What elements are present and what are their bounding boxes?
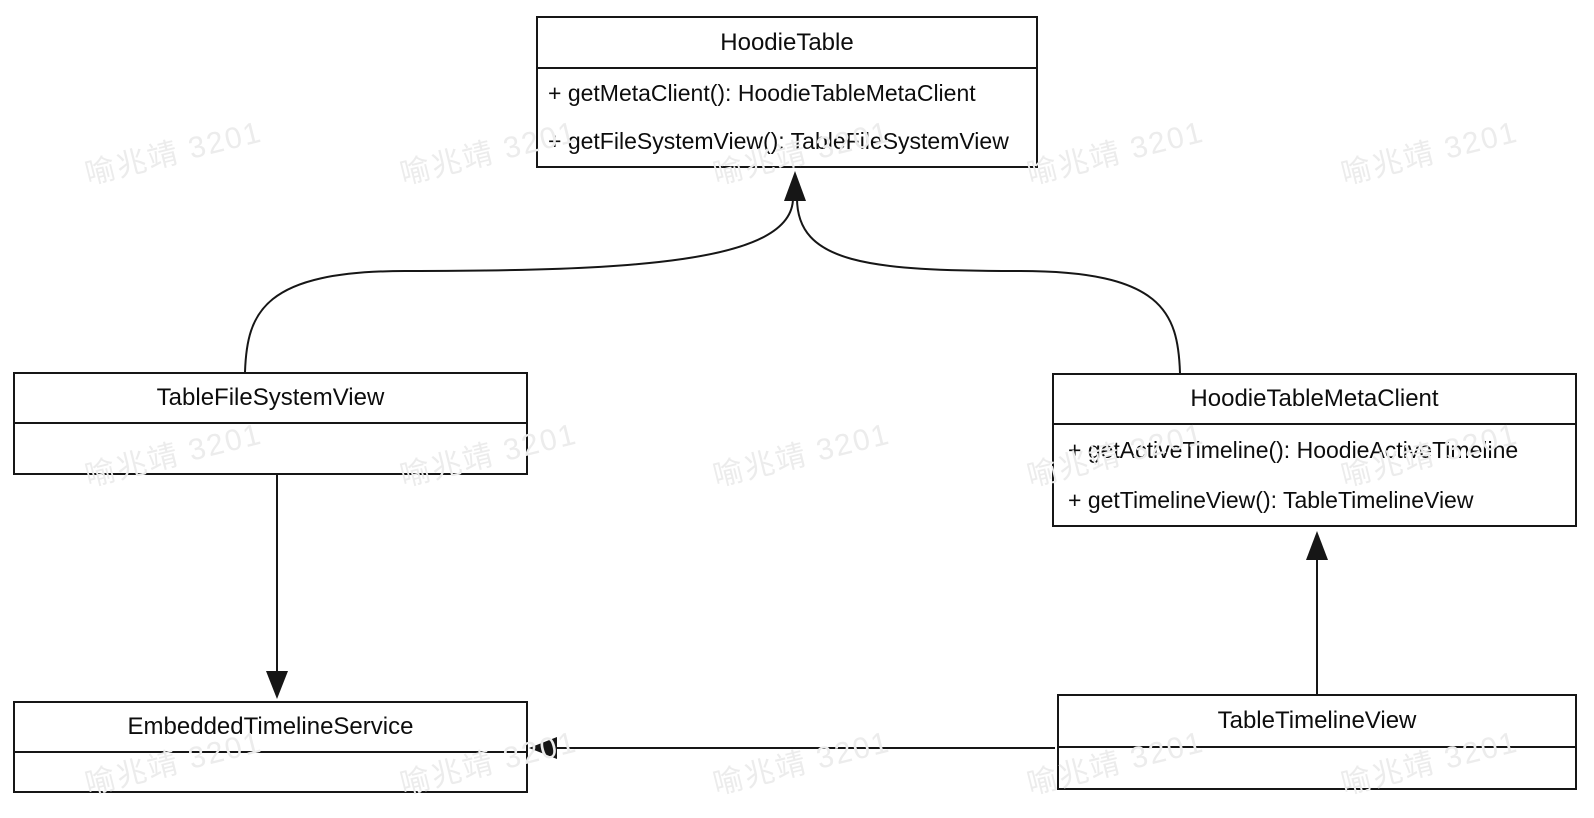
class-box-hoodietable: HoodieTable + getMetaClient(): HoodieTab…	[536, 16, 1038, 168]
class-box-tablefilesystemview: TableFileSystemView	[13, 372, 528, 475]
arrowhead-down-icon	[266, 671, 288, 699]
class-body	[1059, 748, 1575, 788]
class-title: HoodieTable	[538, 18, 1036, 69]
class-method: + getMetaClient(): HoodieTableMetaClient	[548, 80, 976, 106]
arrow-hoodietablemetaclient-to-hoodietable	[796, 197, 1181, 374]
arrowhead-up-icon	[1306, 531, 1328, 560]
class-method: + getActiveTimeline(): HoodieActiveTimel…	[1068, 436, 1519, 463]
class-title: TableFileSystemView	[15, 374, 526, 424]
class-body	[15, 753, 526, 791]
class-method: + getTimelineView(): TableTimelineView	[1068, 486, 1474, 513]
class-box-tabletimelineview: TableTimelineView	[1057, 694, 1577, 790]
class-method: + getFileSystemView(): TableFileSystemVi…	[548, 128, 1009, 154]
arrowhead-left-icon	[529, 737, 557, 759]
class-title: TableTimelineView	[1059, 696, 1575, 748]
class-body: + getActiveTimeline(): HoodieActiveTimel…	[1054, 425, 1575, 525]
class-box-embeddedtimelineservice: EmbeddedTimelineService	[13, 701, 528, 793]
class-title: HoodieTableMetaClient	[1054, 375, 1575, 425]
class-body	[15, 424, 526, 473]
arrowhead-up-icon	[784, 171, 806, 201]
class-title: EmbeddedTimelineService	[15, 703, 526, 753]
class-box-hoodietablemetaclient: HoodieTableMetaClient + getActiveTimelin…	[1052, 373, 1577, 527]
class-body: + getMetaClient(): HoodieTableMetaClient…	[538, 69, 1036, 166]
arrow-tablefilesystemview-to-hoodietable	[244, 197, 794, 373]
